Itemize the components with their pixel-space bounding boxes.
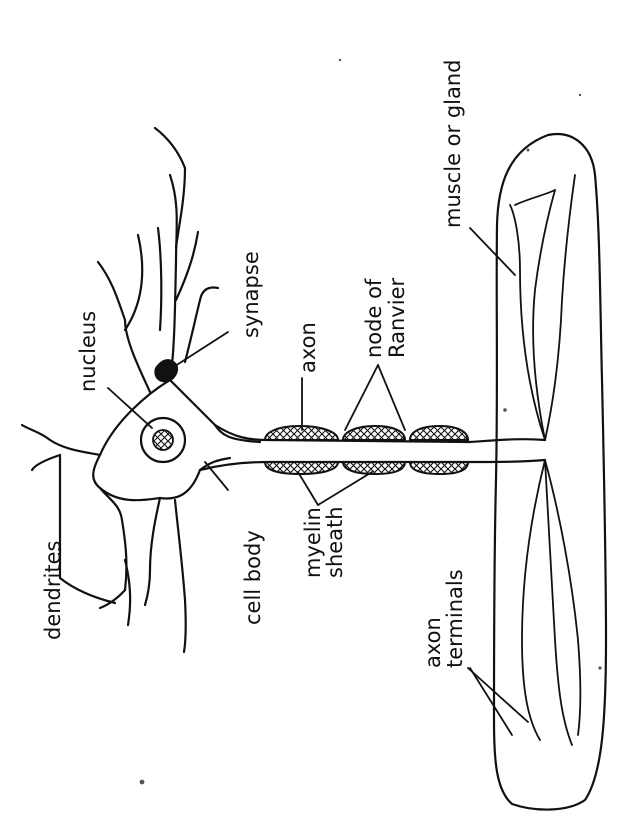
label-node-of: node of [362, 278, 386, 358]
dendrite-branch [170, 175, 177, 380]
dendrite-branch [100, 488, 126, 590]
scan-speck [339, 59, 341, 61]
label-muscle-or-gland: muscle or gland [441, 59, 465, 228]
dendrite-branch [32, 455, 60, 470]
label-dendrites: dendrites [41, 541, 65, 640]
label-ranvier: Ranvier [385, 278, 409, 358]
scan-speck [527, 149, 530, 152]
scan-speck [140, 780, 145, 785]
label-sheath: sheath [323, 506, 347, 578]
leader-myelin [318, 472, 372, 505]
label-nucleus: nucleus [76, 311, 100, 392]
myelin-sheath-segment [343, 462, 405, 474]
dendrite-branch [60, 455, 115, 603]
myelin-sheath-segment [265, 462, 338, 474]
scan-speck [598, 666, 601, 669]
dendrite-branch [155, 128, 185, 168]
scan-speck [503, 408, 507, 412]
dendrite-branch [22, 425, 100, 455]
axon-terminal-branch [522, 460, 545, 740]
scan-speck [579, 94, 581, 96]
label-axon-terminals-2: terminals [443, 569, 467, 668]
leader-muscle [470, 228, 515, 275]
axon-terminal-branch [515, 190, 555, 205]
leader-nucleus [108, 388, 152, 428]
axon-terminal-branch [545, 460, 572, 745]
label-axon: axon [296, 322, 320, 373]
leader-myelin [298, 472, 318, 505]
leader-node [378, 365, 405, 430]
dendrite-branch [158, 228, 161, 330]
myelin-sheath-segment [343, 426, 405, 440]
label-axon-terminals-1: axon [421, 617, 445, 668]
nucleus-inner [153, 430, 173, 450]
dendrite-branch [185, 288, 218, 363]
label-myelin: myelin [301, 507, 325, 578]
myelin-sheath-segment [410, 462, 468, 474]
leader-synapse [172, 332, 228, 368]
myelin-sheath-segment [410, 426, 468, 440]
leader-node [345, 365, 378, 430]
label-cell-body: cell body [241, 530, 265, 625]
muscle-gland-outline [494, 134, 606, 810]
dendrite-branch [175, 500, 186, 652]
dendrite-branch [125, 235, 142, 330]
dendrite-branch [176, 232, 198, 300]
label-synapse: synapse [239, 251, 263, 338]
axon-terminal-branch [545, 460, 580, 735]
synapse-terminal [154, 359, 178, 382]
dendrite-branch [145, 498, 160, 605]
